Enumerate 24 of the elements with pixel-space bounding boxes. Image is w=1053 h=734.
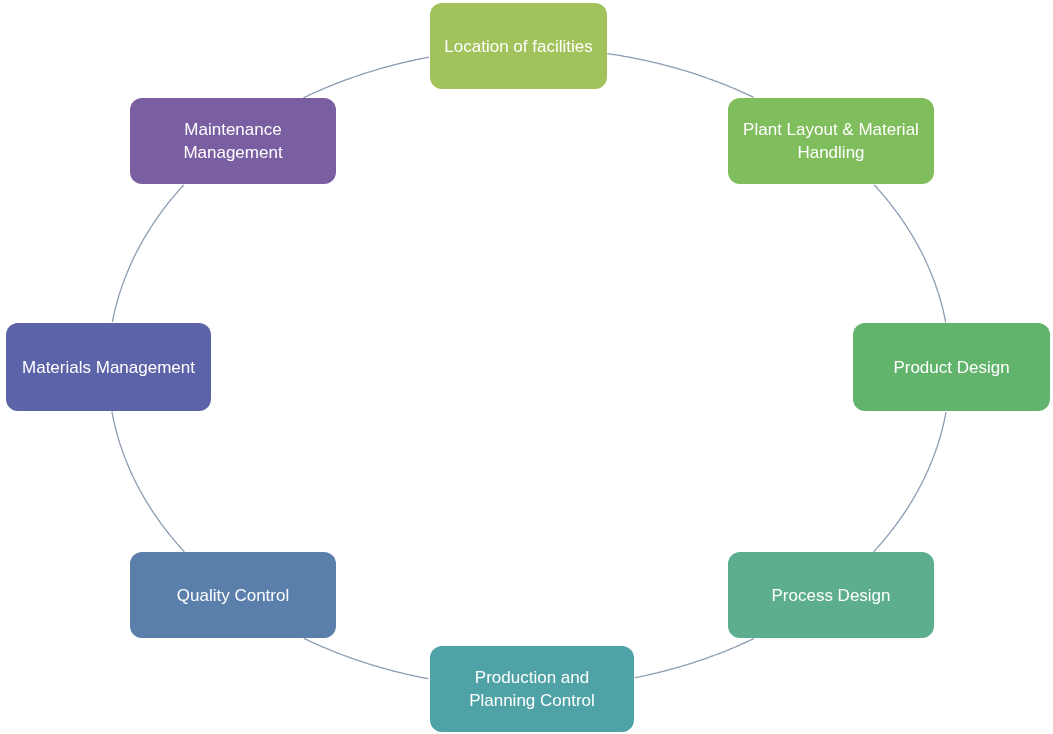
box-label: Maintenance Management xyxy=(182,119,284,164)
connector-arc xyxy=(111,184,185,323)
connector-arc xyxy=(873,184,947,324)
connector-arc xyxy=(606,52,755,98)
process-box xyxy=(430,3,607,89)
box-label: Process Design xyxy=(771,584,891,607)
box-label: Quality Control xyxy=(176,584,290,607)
box-label: Materials Management xyxy=(22,356,195,379)
connector-arc xyxy=(873,411,947,553)
box-label: Production and Planning Control xyxy=(468,667,596,712)
box-label: Location of facilities xyxy=(444,35,593,58)
box-label: Product Design xyxy=(893,356,1010,379)
process-box xyxy=(853,323,1050,411)
connector-arc xyxy=(634,637,755,679)
connector-arc xyxy=(111,410,185,553)
connector-arc xyxy=(303,637,430,680)
connector-arc xyxy=(302,56,430,99)
process-box xyxy=(130,98,336,184)
process-box xyxy=(6,323,211,411)
process-box xyxy=(430,646,634,732)
process-box xyxy=(130,552,336,638)
process-box xyxy=(728,98,934,184)
box-label: Plant Layout & Material Handling xyxy=(742,119,920,164)
process-box xyxy=(728,552,934,638)
